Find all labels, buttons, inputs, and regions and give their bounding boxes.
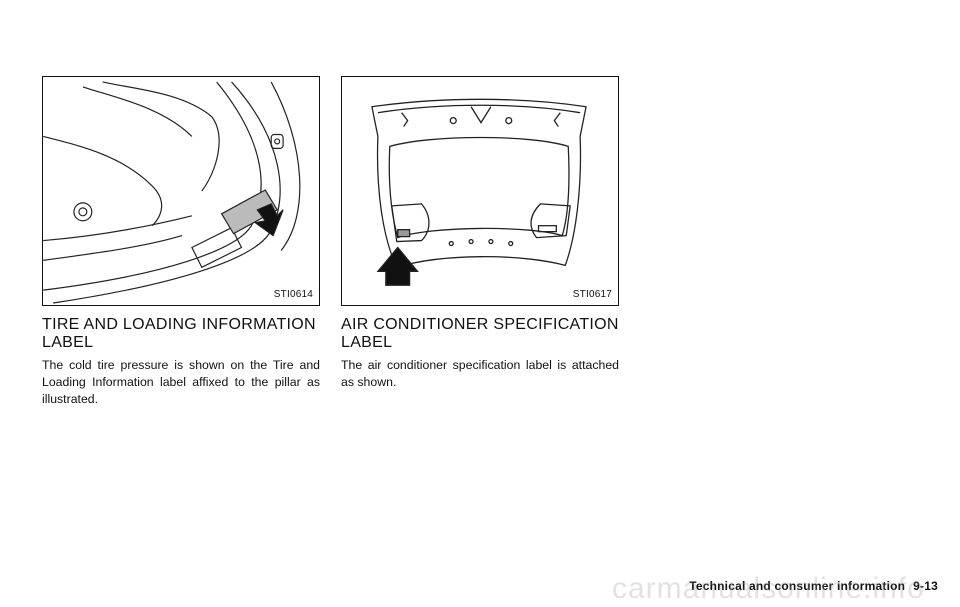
heading-line-1: TIRE AND LOADING INFORMATION bbox=[42, 316, 316, 333]
page-number: 9-13 bbox=[913, 579, 938, 593]
heading-line-2: LABEL bbox=[42, 334, 94, 351]
heading-line-1: AIR CONDITIONER SPECIFICATION bbox=[341, 316, 619, 333]
hood-illustration bbox=[371, 98, 587, 286]
figure-code: STI0614 bbox=[273, 289, 313, 300]
section-heading-tire-label: TIRE AND LOADING INFORMATION LABEL bbox=[42, 316, 320, 352]
heading-line-2: LABEL bbox=[341, 334, 393, 351]
page-footer: Technical and consumer information 9-13 bbox=[689, 579, 938, 593]
pillar-illustration bbox=[43, 81, 301, 304]
section-heading-ac-label: AIR CONDITIONER SPECIFICATION LABEL bbox=[341, 316, 619, 352]
figure-ac-label: STI0617 bbox=[341, 76, 619, 306]
footer-section-title: Technical and consumer information bbox=[689, 579, 906, 593]
body-text-tire-label: The cold tire pressure is shown on the T… bbox=[42, 358, 320, 406]
body-text-ac-label: The air conditioner specification label … bbox=[341, 358, 619, 389]
figure-tire-label: STI0614 bbox=[42, 76, 320, 306]
figure-code: STI0617 bbox=[572, 289, 612, 300]
